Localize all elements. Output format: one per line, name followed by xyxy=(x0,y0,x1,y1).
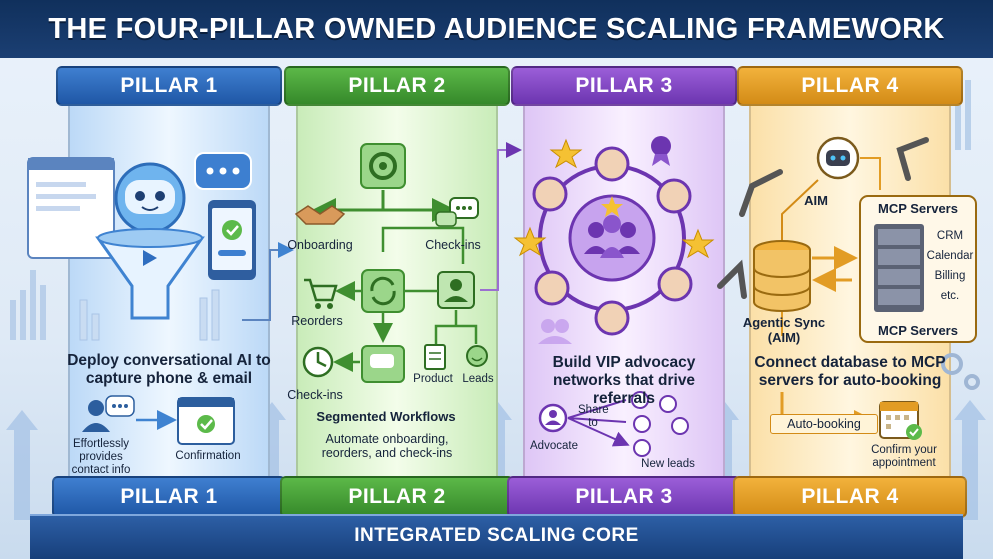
server-etc: etc. xyxy=(940,290,960,302)
confirmation-window-icon xyxy=(177,397,235,445)
chat-bubbles-icon xyxy=(435,197,479,227)
pillar-1-bottom-label: PILLAR 1 xyxy=(52,476,286,518)
calendar-icon xyxy=(879,401,922,440)
smiley-icon xyxy=(466,345,488,367)
refresh-icon xyxy=(361,269,405,313)
clipboard-icon xyxy=(424,344,446,370)
phone-icon xyxy=(208,200,256,280)
pillar-3-bottom-label: PILLAR 3 xyxy=(507,476,741,518)
robot-arm-icon xyxy=(717,137,929,299)
server-calendar: Calendar xyxy=(926,250,974,262)
chat-screen-icon xyxy=(361,345,405,383)
star-icon xyxy=(513,138,715,259)
cart-icon xyxy=(304,278,338,309)
pillar-2-node-checkins-top: Check-ins xyxy=(425,238,481,252)
database-icon xyxy=(753,240,811,312)
pillar-1-description: Deploy conversational AI to capture phon… xyxy=(67,352,271,387)
pillar-2-description: Automate onboarding, reorders, and check… xyxy=(321,432,453,461)
pillar-1-left-caption: Effortlessly provides contact info xyxy=(71,438,131,477)
pillar-4-mcp-top: MCP Servers xyxy=(878,201,958,216)
pillar-1-right-caption: Confirmation xyxy=(175,450,241,462)
pillar-2-heading: Segmented Workflows xyxy=(316,409,456,424)
pillar-4-description: Connect database to MCP servers for auto… xyxy=(754,354,946,389)
user-icon xyxy=(82,395,135,432)
pillar-2-node-product: Product xyxy=(413,373,453,385)
pillar-1-top-label: PILLAR 1 xyxy=(56,66,282,106)
advocate-icon xyxy=(538,403,568,433)
robot-icon xyxy=(114,162,186,234)
pillar-4-sync: Agentic Sync (AIM) xyxy=(742,315,826,345)
vip-network-ring xyxy=(538,164,686,312)
pillar-3-advocate: Advocate xyxy=(530,440,578,452)
customer-icon xyxy=(437,271,475,309)
gear-icon xyxy=(360,143,406,189)
pillar-3-top-label: PILLAR 3 xyxy=(511,66,737,106)
pillar-2-node-onboarding: Onboarding xyxy=(287,238,353,252)
server-billing: Billing xyxy=(934,270,966,282)
page-title: THE FOUR-PILLAR OWNED AUDIENCE SCALING F… xyxy=(48,12,945,45)
gears-icon xyxy=(941,353,980,390)
pillar-4-top-label: PILLAR 4 xyxy=(737,66,963,106)
clock-icon xyxy=(302,346,334,378)
pillar-2-node-checkins-bottom: Check-ins xyxy=(287,388,343,402)
integrated-core-base xyxy=(30,514,963,559)
robot-head-icon xyxy=(816,136,860,180)
pillar-3-description: Build VIP advocacy networks that drive r… xyxy=(552,354,696,407)
pillar-4-aim: AIM xyxy=(804,193,828,208)
pillar-3-share-to: Share to xyxy=(578,404,609,430)
pillar-2-top-label: PILLAR 2 xyxy=(284,66,510,106)
pillar-2-node-reorders: Reorders xyxy=(291,314,343,328)
avatar-icon xyxy=(532,146,693,336)
handshake-icon xyxy=(294,205,346,225)
mcp-servers-panel xyxy=(859,195,977,343)
chat-bubble-icon xyxy=(194,152,252,190)
lead-icon xyxy=(631,391,689,457)
title-bar: THE FOUR-PILLAR OWNED AUDIENCE SCALING F… xyxy=(0,0,993,58)
browser-window-icon xyxy=(27,157,115,259)
pillar-2-node-leads: Leads xyxy=(462,373,494,385)
funnel-icon xyxy=(95,228,205,320)
server-crm: CRM xyxy=(936,230,964,242)
pillar-3-new-leads: New leads xyxy=(641,458,695,470)
integrated-core-label: INTEGRATED SCALING CORE xyxy=(354,525,639,546)
pillar-4-mcp-bottom: MCP Servers xyxy=(878,323,958,338)
pillar-4-auto-booking: Auto-booking xyxy=(770,414,878,435)
pillar-4-confirm: Confirm your appointment xyxy=(871,444,937,470)
badge-icon xyxy=(651,136,671,166)
